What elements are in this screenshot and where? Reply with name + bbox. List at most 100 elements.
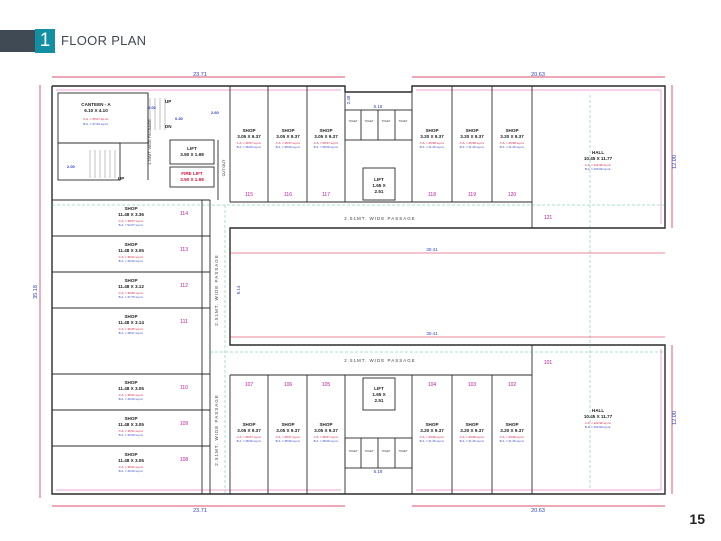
hall-bottom-number: 101 — [544, 360, 553, 366]
bottom-shop-105-number: 105 — [322, 382, 331, 388]
bottom-shop-102-name: SHOP — [505, 422, 518, 427]
hall-top-built-area: B.A. = 163.99 sq.mt. — [585, 167, 611, 171]
left-shop-109-built-area: B.A. = 46.69 sq.mt. — [119, 433, 144, 437]
bottom-shop-102-carpet-area: C.A. = 29.98 sq.mt. — [500, 435, 525, 439]
bottom-shop-103-built-area: B.A. = 31.46 sq.mt. — [460, 439, 485, 443]
left-shop-110-carpet-area: C.A. = 35.01 sq.mt. — [119, 393, 144, 397]
svg-text:1.65 X: 1.65 X — [372, 183, 386, 188]
bottom-shop-104-built-area: B.A. = 31.46 sq.mt. — [420, 439, 445, 443]
svg-text:3.50 X 1.98: 3.50 X 1.98 — [180, 177, 204, 182]
core-block-walls — [57, 92, 219, 200]
bottom-shop-102-number: 102 — [508, 382, 517, 388]
left-shop-108-number: 108 — [180, 457, 189, 463]
bottom-shop-104-name: SHOP — [425, 422, 438, 427]
left-shop-111-name: SHOP — [124, 314, 137, 319]
left-shop-111-carpet-area: C.A. = 36.05 sq.mt. — [119, 327, 144, 331]
lift-lower: LIFT 1.65 X 2.51 — [372, 386, 386, 403]
hall-top-size: 10.45 X 11.77 — [584, 156, 613, 161]
left-shop-108-name: SHOP — [124, 452, 137, 457]
bottom-shop-105-name: SHOP — [319, 422, 332, 427]
svg-text:TOILET: TOILET — [398, 449, 407, 453]
dim-lift-top: 5.18 — [374, 104, 383, 109]
svg-text:TOILET: TOILET — [381, 449, 390, 453]
top-shop-116-number: 116 — [284, 192, 292, 198]
left-shop-113-built-area: B.A. = 46.69 sq.mt. — [119, 259, 144, 263]
svg-text:LIFT: LIFT — [187, 146, 197, 151]
passage-upper: 2.51MT. WIDE PASSAGE — [344, 216, 415, 221]
svg-text:1.65 X: 1.65 X — [372, 392, 386, 397]
left-shop-111-built-area: B.A. = 48.07 sq.mt. — [119, 331, 144, 335]
hall-bottom-size: 10.45 X 11.77 — [584, 414, 613, 419]
dim-lift-bottom: 5.18 — [374, 469, 383, 474]
bottom-shop-102-built-area: B.A. = 31.46 sq.mt. — [500, 439, 525, 443]
hall-bottom-name: HALL — [592, 408, 604, 413]
left-shop-112-size: 11.48 X 3.12 — [118, 284, 144, 289]
top-shop-120-built-area: B.A. = 31.46 sq.mt. — [500, 145, 525, 149]
top-shop-115-size: 3.05 X 9.37 — [237, 134, 261, 139]
left-shop-112-built-area: B.A. = 47.76 sq.mt. — [119, 295, 144, 299]
hall-top-number: 121 — [544, 215, 553, 221]
svg-text:CANTEEN - A: CANTEEN - A — [81, 102, 111, 107]
top-shop-118-built-area: B.A. = 31.46 sq.mt. — [420, 145, 445, 149]
left-shop-112-carpet-area: C.A. = 35.82 sq.mt. — [119, 291, 144, 295]
svg-text:2.60: 2.60 — [211, 110, 220, 115]
bottom-shop-107-built-area: B.A. = 38.09 sq.mt. — [237, 439, 262, 443]
bottom-shop-107-size: 3.05 X 9.37 — [237, 428, 261, 433]
top-shop-116-name: SHOP — [281, 128, 294, 133]
left-shop-114-carpet-area: C.A. = 38.57 sq.mt. — [119, 219, 144, 223]
left-shop-113-carpet-area: C.A. = 35.01 sq.mt. — [119, 255, 144, 259]
main-lift: LIFT 3.50 X 1.98 — [180, 146, 204, 157]
svg-text:2.51: 2.51 — [375, 398, 384, 403]
bottom-shop-106-number: 106 — [284, 382, 293, 388]
dim-bottom-right: 20.63 — [531, 508, 545, 514]
bottom-shop-103-name: SHOP — [465, 422, 478, 427]
bottom-shop-106-name: SHOP — [281, 422, 294, 427]
top-shop-119-size: 3.20 X 9.37 — [460, 134, 484, 139]
svg-text:C.A. = 25.07 sq.mt.: C.A. = 25.07 sq.mt. — [83, 117, 109, 121]
outer-walls — [51, 85, 666, 495]
left-shop-114-size: 11.48 X 3.36 — [118, 212, 144, 217]
bottom-shop-103-size: 3.20 X 9.37 — [460, 428, 484, 433]
left-shop-110-name: SHOP — [124, 380, 137, 385]
passage-lower: 2.51MT. WIDE PASSAGE — [344, 358, 415, 363]
left-shop-109-carpet-area: C.A. = 35.01 sq.mt. — [119, 429, 144, 433]
bottom-shop-106-carpet-area: C.A. = 28.57 sq.mt. — [276, 435, 301, 439]
dim-bottom-left: 23.71 — [193, 508, 207, 514]
top-shop-119-name: SHOP — [465, 128, 478, 133]
stair-treads — [89, 98, 166, 178]
dim-top-left: 23.71 — [193, 72, 207, 78]
top-shop-115-name: SHOP — [242, 128, 255, 133]
left-shop-110-size: 11.48 X 3.05 — [118, 386, 144, 391]
bottom-shop-105-built-area: B.A. = 38.09 sq.mt. — [314, 439, 339, 443]
left-shop-110-number: 110 — [180, 385, 188, 391]
top-shop-117-size: 3.05 X 9.37 — [314, 134, 338, 139]
dim-mid-lower: 30.41 — [426, 331, 438, 336]
bottom-shop-107-number: 107 — [245, 382, 254, 388]
left-shop-108-built-area: B.A. = 46.69 sq.mt. — [119, 469, 144, 473]
svg-text:LIFT: LIFT — [374, 386, 384, 391]
top-shop-117-carpet-area: C.A. = 28.57 sq.mt. — [314, 141, 339, 145]
dim-right-lower: 12.00 — [672, 411, 678, 425]
top-shop-117-number: 117 — [322, 192, 330, 198]
bottom-shop-107-name: SHOP — [242, 422, 255, 427]
svg-text:DN: DN — [165, 124, 172, 129]
top-shop-117-name: SHOP — [319, 128, 332, 133]
svg-text:TOILET: TOILET — [364, 119, 373, 123]
left-shop-109-size: 11.48 X 3.05 — [118, 422, 144, 427]
grid-lines — [52, 95, 665, 494]
top-shop-115-number: 115 — [245, 192, 253, 198]
page-title: FLOOR PLAN — [61, 33, 147, 48]
svg-text:3.00: 3.00 — [148, 105, 157, 110]
hall-top-name: HALL — [592, 150, 604, 155]
dim-left-height: 35.18 — [33, 285, 39, 299]
left-shop-114-name: SHOP — [124, 206, 137, 211]
lift-shafts — [344, 109, 413, 469]
bottom-shop-107-carpet-area: C.A. = 28.57 sq.mt. — [237, 435, 262, 439]
left-shop-112-number: 112 — [180, 283, 188, 289]
passage-left-bottom: 2.51MT. WIDE PASSAGE — [214, 394, 219, 465]
passage-stair: 1.50MT. WIDE PASSAGE — [147, 119, 152, 165]
lift-upper: LIFT 1.65 X 2.51 — [372, 177, 386, 194]
svg-text:TOILET: TOILET — [398, 119, 407, 123]
top-shop-116-built-area: B.A. = 38.09 sq.mt. — [276, 145, 301, 149]
left-shop-114-built-area: B.A. = 52.67 sq.mt. — [119, 223, 144, 227]
